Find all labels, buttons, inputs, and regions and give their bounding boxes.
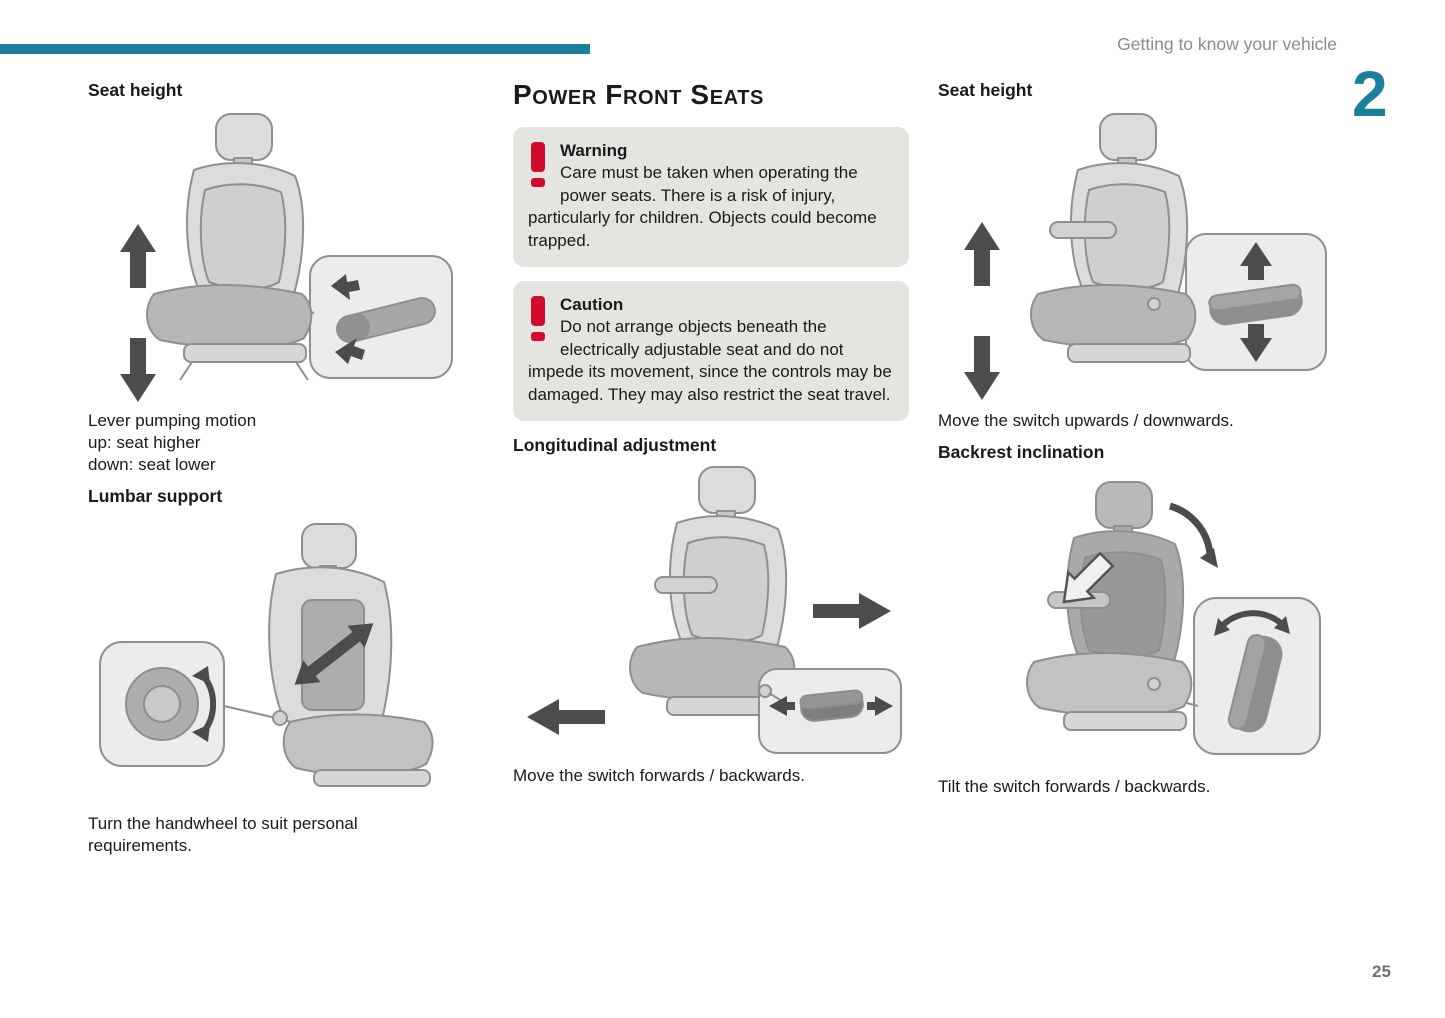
switch-forward-arrow-icon xyxy=(867,696,893,717)
backrest-illustration xyxy=(1026,480,1321,755)
longitudinal-heading: Longitudinal adjustment xyxy=(513,435,717,456)
backrest-figure xyxy=(938,470,1338,772)
seat-height-right-caption: Move the switch upwards / downwards. xyxy=(938,410,1234,430)
caution-box: Caution Do not arrange objects beneath t… xyxy=(513,280,909,422)
seat-height-left-heading: Seat height xyxy=(88,80,183,100)
height-switch xyxy=(1208,283,1303,326)
seat-height-right-figure xyxy=(938,108,1338,406)
seat-height-right-illustration xyxy=(964,112,1327,400)
up-arrow-icon xyxy=(964,221,1000,286)
backrest-heading: Backrest inclination xyxy=(938,441,1105,462)
seat-cushion xyxy=(1026,651,1193,717)
warning-text: Care must be taken when operating the po… xyxy=(528,163,877,250)
tilt-curved-arrow-icon xyxy=(1168,502,1214,555)
switch-tilt-arrow-icon xyxy=(1217,610,1287,630)
right-column: Seat height xyxy=(938,80,1338,808)
lumbar-illustration xyxy=(99,523,434,788)
pump-lever xyxy=(336,296,436,343)
backrest-caption: Tilt the switch forwards / backwards. xyxy=(938,776,1211,796)
forward-arrow-icon xyxy=(813,593,891,630)
section-title: Power Front Seats xyxy=(513,79,764,110)
down-arrow-icon xyxy=(120,337,156,402)
headrest xyxy=(1099,112,1157,161)
longitudinal-switch xyxy=(799,689,864,722)
headrest xyxy=(698,466,756,515)
warning-box: Warning Care must be taken when operatin… xyxy=(513,126,909,267)
lever-down-arrow-icon xyxy=(335,337,365,364)
warning-icon xyxy=(530,141,548,188)
middle-column: Power Front Seats Warning Care must be t… xyxy=(513,79,909,797)
lumbar-figure xyxy=(88,514,486,809)
switch-down-arrow-icon xyxy=(1240,323,1272,362)
headrest xyxy=(215,112,273,161)
page-number: 25 xyxy=(1372,962,1391,981)
seat-cushion xyxy=(1030,283,1197,349)
armrest xyxy=(1049,220,1117,239)
caution-text: Do not arrange objects beneath the elect… xyxy=(528,317,892,404)
armrest xyxy=(654,576,718,595)
lever-up-arrow-icon xyxy=(331,273,360,300)
lumbar-heading: Lumbar support xyxy=(88,486,223,507)
seat-height-left-illustration xyxy=(120,112,453,402)
seat-height-left-caption: Lever pumping motion up: seat higher dow… xyxy=(88,410,257,475)
backward-arrow-icon xyxy=(527,699,605,736)
running-header: Getting to know your vehicle xyxy=(1117,34,1337,54)
up-arrow-icon xyxy=(120,223,156,288)
seat-cushion xyxy=(146,283,313,349)
lumbar-caption: Turn the handwheel to suit personal requ… xyxy=(88,814,358,856)
seat-height-left-figure xyxy=(88,108,486,406)
switch-back-arrow-icon xyxy=(769,696,795,717)
backrest-tilt-switch xyxy=(1227,633,1283,733)
seat-cushion xyxy=(282,713,434,777)
warning-title: Warning xyxy=(560,140,628,160)
recline-arrow-icon xyxy=(1062,551,1115,604)
longitudinal-figure xyxy=(513,463,909,761)
chapter-number: 2 xyxy=(1352,58,1388,130)
switch-up-arrow-icon xyxy=(1240,241,1272,280)
lumbar-double-arrow-icon xyxy=(294,623,374,685)
caution-title: Caution xyxy=(560,294,624,314)
headrest xyxy=(1095,480,1153,529)
seat-height-right-heading: Seat height xyxy=(938,80,1033,100)
header-accent-bar xyxy=(0,44,590,54)
left-column: Seat height xyxy=(88,80,486,867)
longitudinal-caption: Move the switch forwards / backwards. xyxy=(513,766,805,786)
caution-icon xyxy=(530,295,548,342)
longitudinal-illustration xyxy=(527,466,902,755)
headrest xyxy=(301,523,357,570)
down-arrow-icon xyxy=(964,335,1000,400)
